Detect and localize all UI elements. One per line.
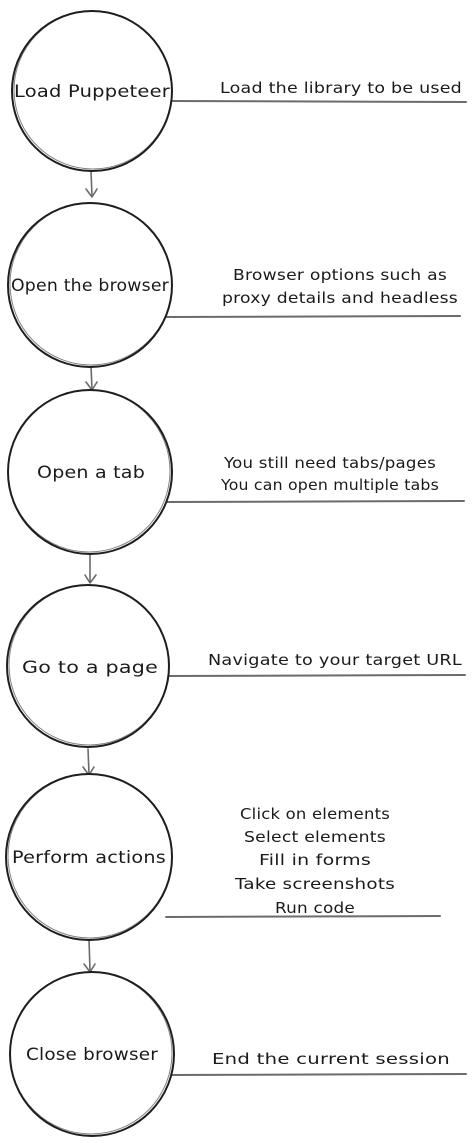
arrow-3-to-4	[84, 554, 97, 584]
step-circle-sketch	[9, 971, 173, 1135]
note-line-4	[163, 674, 466, 677]
step-open-tab: Open a tab You still need tabs/pages You…	[7, 389, 439, 555]
note-text: Click on elements	[240, 805, 390, 823]
note-text: Fill in forms	[259, 851, 371, 869]
note-text: You still need tabs/pages	[223, 454, 436, 472]
step-label: Open the browser	[11, 276, 169, 295]
step-label: Open a tab	[37, 463, 145, 482]
arrow-1-to-2	[85, 170, 98, 198]
connector-arrows	[82, 170, 98, 973]
step-circle-sketch	[7, 773, 173, 939]
note-line-6	[164, 1073, 467, 1076]
note-text: Browser options such as	[233, 266, 447, 284]
note-text: Take screenshots	[234, 875, 395, 893]
step-circle-sketch	[13, 10, 173, 170]
step-load-puppeteer: Load Puppeteer Load the library to be us…	[11, 10, 462, 172]
note-text: Load the library to be used	[220, 79, 462, 97]
note-text: Navigate to your target URL	[208, 651, 463, 669]
step-label: Go to a page	[22, 658, 158, 677]
note-text: You can open multiple tabs	[220, 476, 439, 494]
note-line-3	[162, 500, 465, 503]
step-circle-sketch	[8, 584, 170, 746]
note-lines	[162, 100, 467, 1076]
note-text: proxy details and headless	[222, 289, 458, 307]
step-label: Load Puppeteer	[14, 82, 170, 101]
note-text: End the current session	[212, 1050, 450, 1068]
step-perform-actions: Perform actions Click on elements Select…	[5, 773, 395, 941]
arrow-5-to-6	[83, 938, 96, 973]
note-text: Select elements	[244, 828, 386, 846]
note-line-2	[162, 315, 461, 318]
step-close-browser: Close browser End the current session	[9, 971, 450, 1137]
step-circle-sketch	[9, 202, 173, 366]
arrow-2-to-3	[85, 365, 98, 391]
arrow-4-to-5	[82, 748, 95, 776]
note-text: Run code	[275, 899, 355, 917]
note-line-5	[165, 915, 441, 918]
note-line-1	[167, 100, 467, 103]
step-label: Close browser	[26, 1045, 158, 1064]
step-label: Perform actions	[12, 848, 166, 867]
step-circle-sketch	[7, 389, 171, 553]
step-open-browser: Open the browser Browser options such as…	[7, 202, 458, 368]
step-go-to-page: Go to a page Navigate to your target URL	[6, 584, 463, 748]
